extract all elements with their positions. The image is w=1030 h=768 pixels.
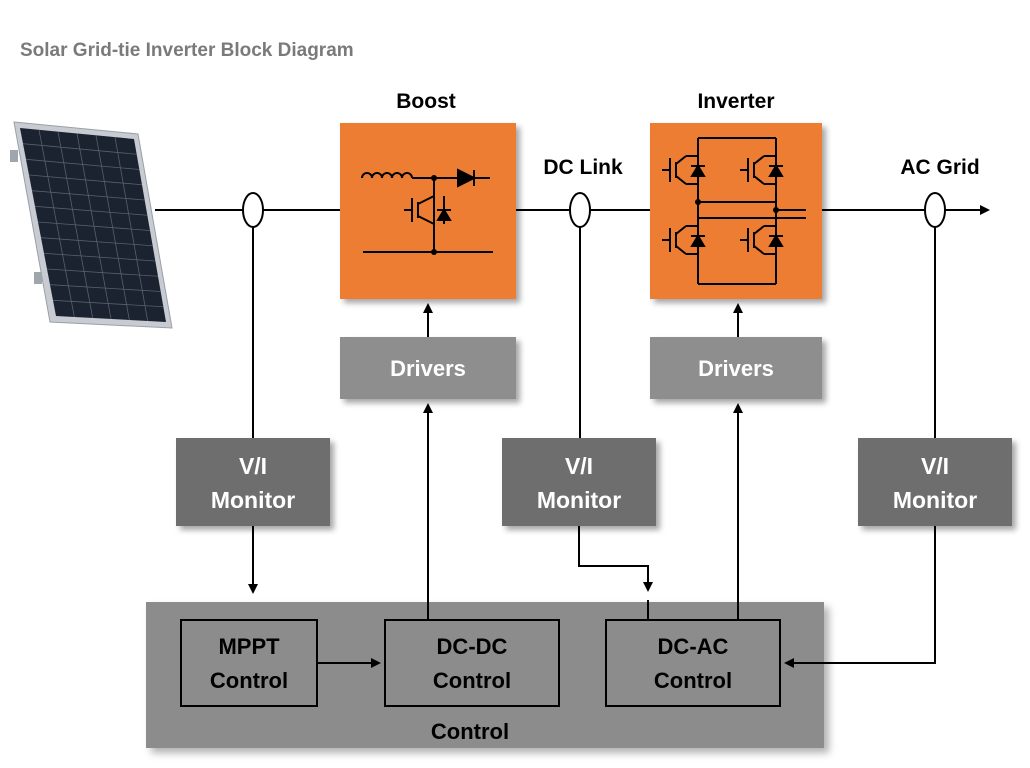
current-sensor-icon [569,192,591,228]
drivers-block-inverter: Drivers [650,337,822,399]
svg-text:Monitor: Monitor [211,487,295,513]
svg-text:Control: Control [654,668,732,693]
svg-text:Monitor: Monitor [893,487,977,513]
current-sensor-icon [242,192,264,228]
svg-text:Monitor: Monitor [537,487,621,513]
solar-panel-icon [10,121,173,329]
dcac-control-box: DC-AC Control [605,619,781,707]
svg-text:V/I: V/I [239,453,267,479]
vi-monitor-pv: V/I Monitor [176,438,330,526]
dcdc-control-box: DC-DC Control [384,619,560,707]
inverter-block [650,123,822,299]
svg-text:MPPT: MPPT [218,634,280,659]
svg-text:V/I: V/I [921,453,949,479]
igbt-switch-icon [740,225,784,255]
drivers-block-boost: Drivers [340,337,516,399]
svg-text:Drivers: Drivers [390,356,466,381]
ac-grid-label: AC Grid [900,156,979,179]
dc-monitor-to-dcac [578,526,653,592]
diagram-title: Solar Grid-tie Inverter Block Diagram [20,40,354,61]
igbt-switch-icon [662,155,706,185]
ac-monitor-to-dcac [784,526,936,668]
svg-text:Control: Control [210,668,288,693]
svg-text:DC-AC: DC-AC [658,634,729,659]
mppt-control-box: MPPT Control [180,619,318,707]
vi-monitor-dc-link: V/I Monitor [502,438,656,526]
dc-link-label: DC Link [543,156,623,179]
boost-block [340,123,516,299]
igbt-switch-icon [662,225,706,255]
inverter-label: Inverter [697,90,774,113]
svg-text:DC-DC: DC-DC [437,634,508,659]
svg-text:Control: Control [433,668,511,693]
svg-text:Drivers: Drivers [698,356,774,381]
vi-monitor-ac-grid: V/I Monitor [858,438,1012,526]
igbt-switch-icon [740,155,784,185]
control-label: Control [431,719,509,744]
current-sensor-icon [924,192,946,228]
svg-text:V/I: V/I [565,453,593,479]
boost-label: Boost [396,90,456,113]
